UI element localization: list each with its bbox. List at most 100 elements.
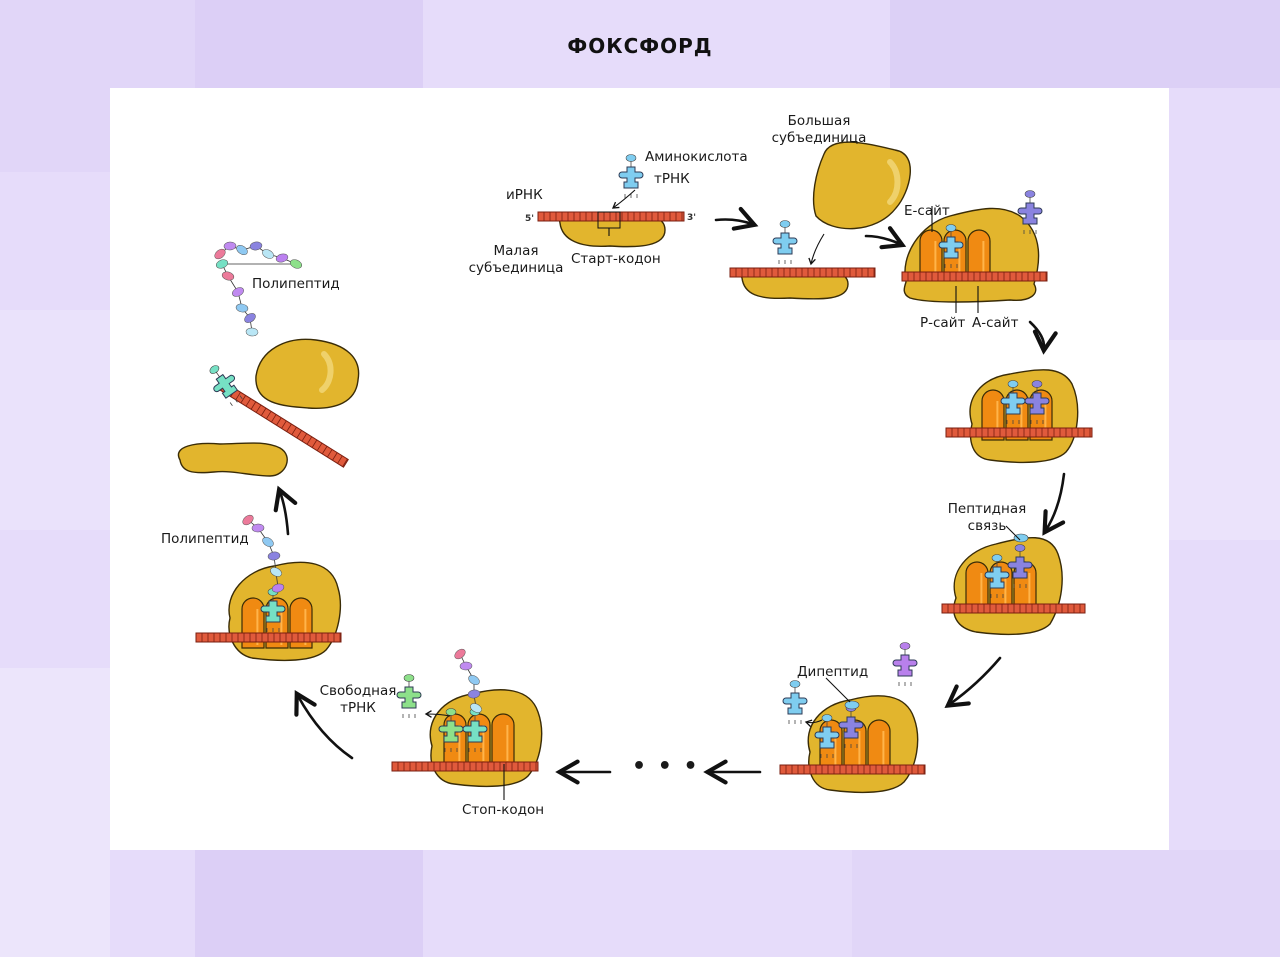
stage-initiation: [537, 154, 685, 248]
trna-p-site: [1000, 392, 1026, 415]
a-site: [867, 719, 891, 771]
peptide-bond-label: Пептидная связь: [947, 501, 1027, 534]
free-trna: [396, 686, 422, 709]
stage-dipeptide: [779, 642, 926, 794]
anticodon-lines: [402, 714, 416, 718]
anticodon-lines: [944, 264, 958, 268]
mrna-strand: [901, 271, 1048, 282]
anticodon-lines: [1023, 230, 1037, 234]
arrow-step-1: [714, 206, 759, 231]
anticodon-lines: [624, 194, 638, 198]
amino-acid-bead: [1014, 544, 1026, 552]
bg-tile: [0, 310, 110, 530]
dipeptide-label: Дипептид: [797, 664, 869, 680]
amino-acid-bead: [625, 154, 637, 162]
large-subunit-pointer: [808, 233, 825, 266]
bg-tile: [0, 668, 110, 957]
amino-acid-bead: [249, 241, 263, 251]
arrow-step-4: [1042, 472, 1066, 536]
large-subunit: [812, 141, 911, 230]
brand-logo: ФОКСФОРД: [567, 34, 713, 58]
large-subunit-free: [255, 338, 360, 409]
mrna-ticks: [907, 272, 1047, 281]
mrna-ticks: [951, 428, 1091, 437]
amino-acid-bead: [459, 661, 473, 671]
amino-acid-bead: [215, 259, 229, 269]
amino-acid-bead: [1024, 190, 1036, 198]
small-subunit-free: [177, 442, 288, 477]
free-trna-label: Свободная тРНК: [319, 683, 397, 716]
amino-acid-bead: [779, 220, 791, 228]
amino-acid-bead: [454, 648, 466, 660]
stage-assembled: [901, 207, 1048, 303]
mrna-strand: [537, 211, 685, 222]
incoming-trna-violet: [1017, 190, 1043, 234]
arrow-step-3: [1028, 320, 1058, 355]
anticodon-lines: [229, 395, 243, 406]
amino-acid-bead: [245, 327, 259, 337]
bg-tile: [1169, 340, 1280, 540]
trna-a-site: [1024, 392, 1050, 415]
trna-label: тРНК: [654, 171, 690, 187]
anticodon-lines: [898, 682, 912, 686]
anticodon-lines: [778, 260, 792, 264]
leaving-pointer: [804, 719, 823, 728]
amino-acid-bead: [244, 313, 256, 323]
small-subunit-label: Малая субъединица: [468, 243, 564, 276]
trna-initiator: [772, 232, 798, 255]
trna-released: [213, 373, 239, 399]
bg-tile: [195, 0, 423, 88]
amino-acid-bead: [445, 708, 457, 716]
stage-final-ribosome: [195, 561, 342, 662]
amino-acid-label: Аминокислота: [645, 149, 748, 165]
anticodon-lines: [788, 720, 802, 724]
trna-incoming: [892, 654, 918, 677]
large-subunit-highlight: [319, 351, 334, 393]
amino-acid-bead: [267, 551, 281, 561]
dipeptide-leader: [825, 677, 851, 703]
trna-incoming: [1017, 202, 1043, 225]
mrna-strand: [391, 761, 539, 772]
anticodon-lines: [844, 744, 858, 748]
mrna-ticks: [201, 633, 341, 642]
amino-acid-bead: [470, 703, 482, 713]
amino-acid-bead: [821, 714, 833, 722]
amino-acid-bead: [236, 245, 248, 255]
anticodon-lines: [1030, 420, 1044, 424]
e-site-label: Е-сайт: [904, 203, 950, 219]
anticodon-lines: [266, 628, 280, 632]
amino-acid-bead: [251, 523, 265, 533]
mrna-strand: [779, 764, 926, 775]
trna-p-site: [938, 236, 964, 259]
stage-large-approach: [729, 141, 911, 300]
stop-codon-label: Стоп-кодон: [462, 802, 545, 818]
anticodon-lines: [820, 754, 834, 758]
large-subunit-label: Большая субъединица: [771, 113, 867, 146]
three-prime-label: 3': [687, 213, 697, 223]
amino-acid-bead: [1031, 380, 1043, 388]
anticodon-lines: [990, 594, 1004, 598]
amino-acid-bead: [242, 514, 254, 526]
amino-acid-bead: [899, 642, 911, 650]
anticodon-lines: [1006, 420, 1020, 424]
polypeptide-top-label: Полипептид: [252, 276, 340, 292]
anticodon-lines: [444, 748, 458, 752]
mrna-label: иРНК: [506, 187, 543, 203]
mrna-ticks: [397, 762, 537, 771]
arrow-step-8: [294, 690, 354, 760]
polypeptide-attached: [242, 514, 285, 593]
amino-acid-bead: [289, 259, 303, 269]
amino-acid-bead: [1013, 533, 1029, 543]
amino-acid-bead: [262, 249, 274, 259]
trna-initiator: [618, 166, 644, 189]
stage-peptide-bond: [941, 533, 1086, 636]
trna-e-site: [814, 726, 840, 749]
mrna-ticks: [543, 212, 683, 221]
trna-pointer: [611, 189, 636, 209]
large-subunit-highlight: [887, 159, 901, 205]
trna-p-site: [838, 716, 864, 739]
mrna-strand: [945, 427, 1093, 438]
amino-acid-bead: [209, 365, 220, 374]
mrna-ticks: [785, 765, 925, 774]
mrna-strand: [195, 632, 342, 643]
